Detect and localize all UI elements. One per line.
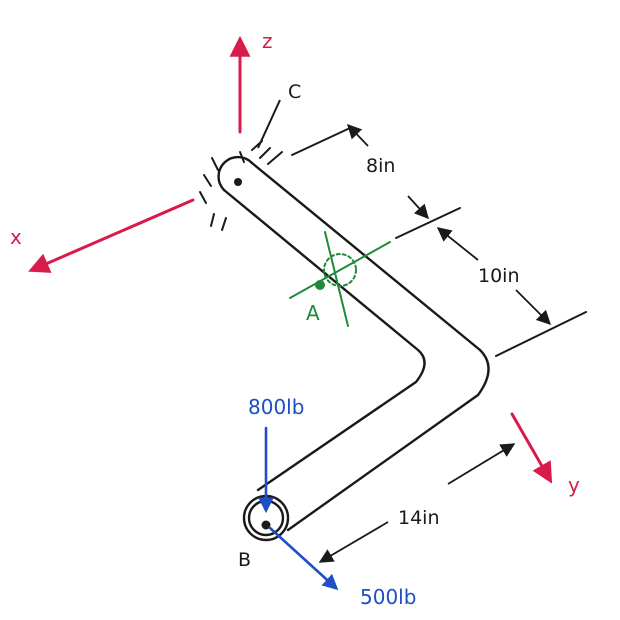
end-b-center xyxy=(261,520,271,530)
dim-14in-upper xyxy=(447,443,516,485)
section-a-marker xyxy=(289,231,391,327)
x-axis-arrow xyxy=(28,198,195,273)
dim-10in-lower xyxy=(515,289,552,326)
dim-8in-lower xyxy=(407,195,429,220)
z-axis-label: z xyxy=(262,29,273,53)
point-a-label: A xyxy=(306,301,320,325)
dimension-10in-label: 10in xyxy=(478,265,520,287)
dimension-8in-label: 8in xyxy=(366,155,395,177)
point-c-label: C xyxy=(288,81,301,103)
end-c-center xyxy=(234,178,242,186)
point-a-dot xyxy=(315,280,325,290)
applied-loads xyxy=(258,426,339,591)
point-b-label: B xyxy=(238,549,251,571)
x-axis-label: x xyxy=(10,225,22,249)
point-c-leader xyxy=(257,99,281,149)
bent-shaft xyxy=(217,155,490,532)
dim-8in-upper xyxy=(347,123,369,147)
coordinate-axes xyxy=(28,35,553,484)
dim-14in-lower xyxy=(318,521,389,563)
y-axis-arrow xyxy=(510,412,553,484)
diagonal-load-arrow xyxy=(268,526,339,591)
fixed-support-hatching xyxy=(199,140,283,231)
dimension-14in-label: 14in xyxy=(398,507,440,529)
dim-10in-upper xyxy=(436,227,479,261)
vertical-load-label: 800lb xyxy=(248,395,304,419)
diagonal-load-label: 500lb xyxy=(360,585,416,609)
extension-lines xyxy=(291,127,587,357)
dimension-arrows xyxy=(318,123,552,563)
y-axis-label: y xyxy=(568,473,580,497)
